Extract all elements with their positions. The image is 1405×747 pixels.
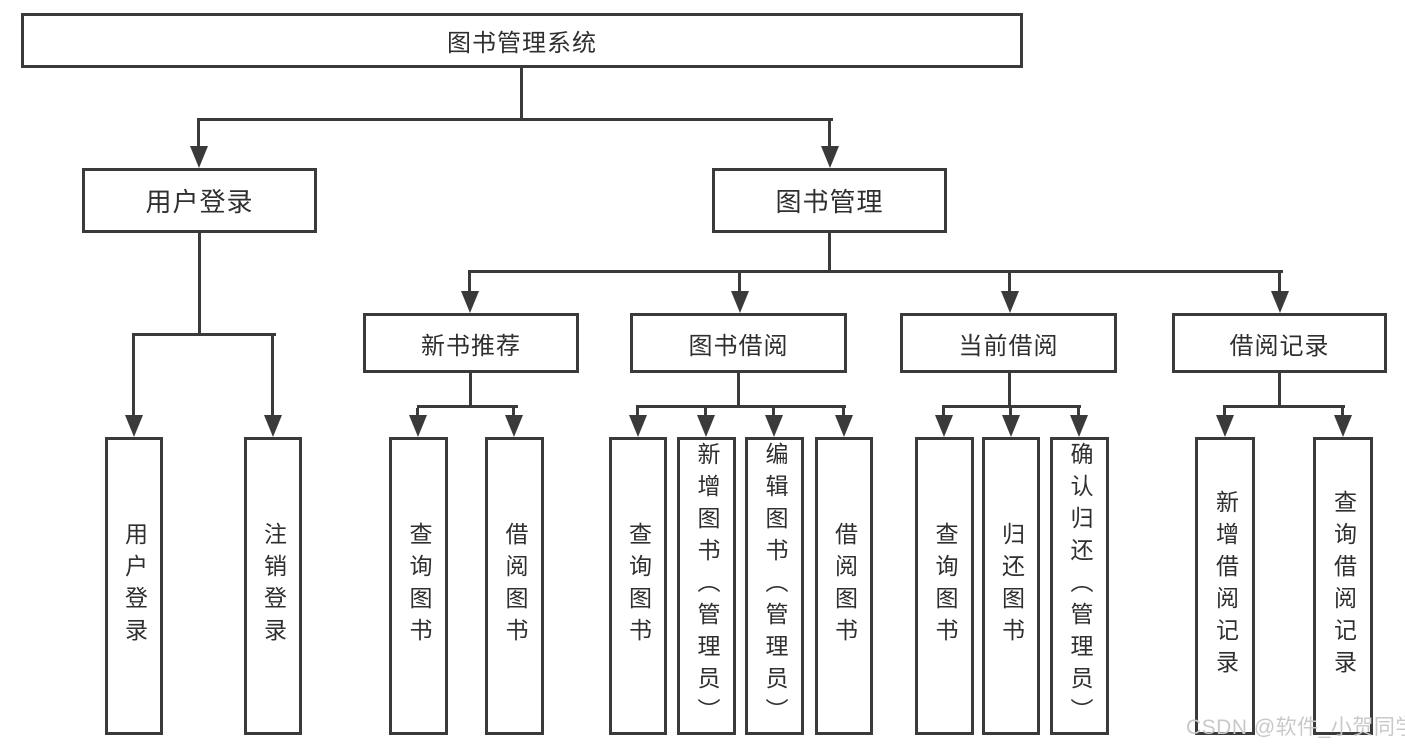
leaf-node-query-books-3: 查询图书 [915, 437, 974, 735]
leaf-label: 借阅图书 [502, 522, 528, 650]
leaf-node-query-books-2: 查询图书 [609, 437, 667, 735]
connector-newbook-hline [417, 405, 518, 408]
arrow-down-icon [409, 408, 427, 437]
leaf-node-edit-books-admin: 编辑图书（管理员） [745, 437, 804, 735]
node-user-login: 用户登录 [82, 168, 317, 233]
arrow-down-icon [697, 408, 715, 437]
node-current-borrow: 当前借阅 [900, 313, 1117, 373]
leaf-label: 新增图书（管理员） [694, 442, 720, 730]
csdn-watermark: CSDN @软件_小贺同学 [1186, 716, 1405, 739]
connector-root-stub [520, 66, 523, 120]
arrow-down-icon [835, 408, 853, 437]
connector-bookborrow-stub [737, 371, 740, 408]
node-new-book-recommend: 新书推荐 [363, 313, 579, 373]
leaf-node-query-books-1: 查询图书 [389, 437, 448, 735]
connector-userlogin-stub [198, 231, 201, 336]
connector-root-hline [197, 118, 833, 121]
leaf-label: 注销登录 [260, 522, 287, 650]
arrow-down-icon [505, 408, 523, 437]
leaf-label: 确认归还（管理员） [1067, 442, 1093, 730]
leaf-node-user-login: 用户登录 [105, 437, 163, 735]
arrow-down-icon [1334, 408, 1352, 437]
connector-currentborrow-stub [1008, 371, 1011, 408]
leaf-label: 编辑图书（管理员） [762, 442, 788, 730]
node-book-management: 图书管理 [712, 168, 947, 233]
node-book-borrow-label: 图书借阅 [688, 332, 789, 360]
arrow-down-icon [1216, 408, 1234, 437]
node-borrow-records: 借阅记录 [1172, 313, 1387, 373]
arrow-down-icon [1002, 408, 1020, 437]
arrow-down-icon [629, 408, 647, 437]
arrow-down-icon [1001, 273, 1019, 313]
node-current-borrow-label: 当前借阅 [958, 332, 1059, 360]
leaf-label: 新增借阅记录 [1212, 490, 1239, 682]
arrow-down-icon [821, 121, 839, 168]
leaf-label: 用户登录 [121, 522, 148, 650]
connector-bookborrow-hline [636, 405, 846, 408]
arrow-down-icon [125, 336, 143, 437]
arrow-down-icon [190, 121, 208, 168]
leaf-node-logout: 注销登录 [244, 437, 302, 735]
arrow-down-icon [264, 336, 282, 437]
arrow-down-icon [461, 273, 479, 313]
arrow-down-icon [731, 273, 749, 313]
leaf-node-query-borrow-record: 查询借阅记录 [1313, 437, 1373, 735]
connector-bookmgmt-hline [468, 270, 1283, 273]
leaf-node-return-books: 归还图书 [982, 437, 1040, 735]
node-new-book-recommend-label: 新书推荐 [421, 332, 521, 360]
leaf-label: 借阅图书 [831, 522, 858, 650]
connector-borrowrecords-hline [1223, 405, 1345, 408]
leaf-label: 查询图书 [406, 522, 432, 650]
leaf-label: 查询借阅记录 [1330, 490, 1357, 682]
connector-currentborrow-hline [942, 405, 1081, 408]
node-book-management-label: 图书管理 [775, 187, 884, 217]
leaf-node-add-books-admin: 新增图书（管理员） [677, 437, 736, 735]
leaf-label: 查询图书 [625, 522, 652, 650]
connector-userlogin-hline [132, 333, 276, 336]
arrow-down-icon [765, 408, 783, 437]
connector-bookmgmt-stub [828, 231, 831, 273]
node-user-login-label: 用户登录 [145, 187, 254, 217]
arrow-down-icon [1271, 273, 1289, 313]
leaf-node-borrow-books-1: 借阅图书 [485, 437, 544, 735]
node-root: 图书管理系统 [21, 13, 1023, 68]
leaf-node-borrow-books-2: 借阅图书 [815, 437, 873, 735]
leaf-node-add-borrow-record: 新增借阅记录 [1195, 437, 1255, 735]
node-book-borrow: 图书借阅 [630, 313, 847, 373]
leaf-label: 归还图书 [998, 522, 1025, 650]
leaf-node-confirm-return-admin: 确认归还（管理员） [1050, 437, 1109, 735]
node-root-label: 图书管理系统 [447, 30, 597, 57]
node-borrow-records-label: 借阅记录 [1229, 332, 1330, 360]
arrow-down-icon [935, 408, 953, 437]
connector-newbook-stub [469, 371, 472, 408]
connector-borrowrecords-stub [1278, 371, 1281, 408]
leaf-label: 查询图书 [932, 522, 958, 650]
arrow-down-icon [1070, 408, 1088, 437]
